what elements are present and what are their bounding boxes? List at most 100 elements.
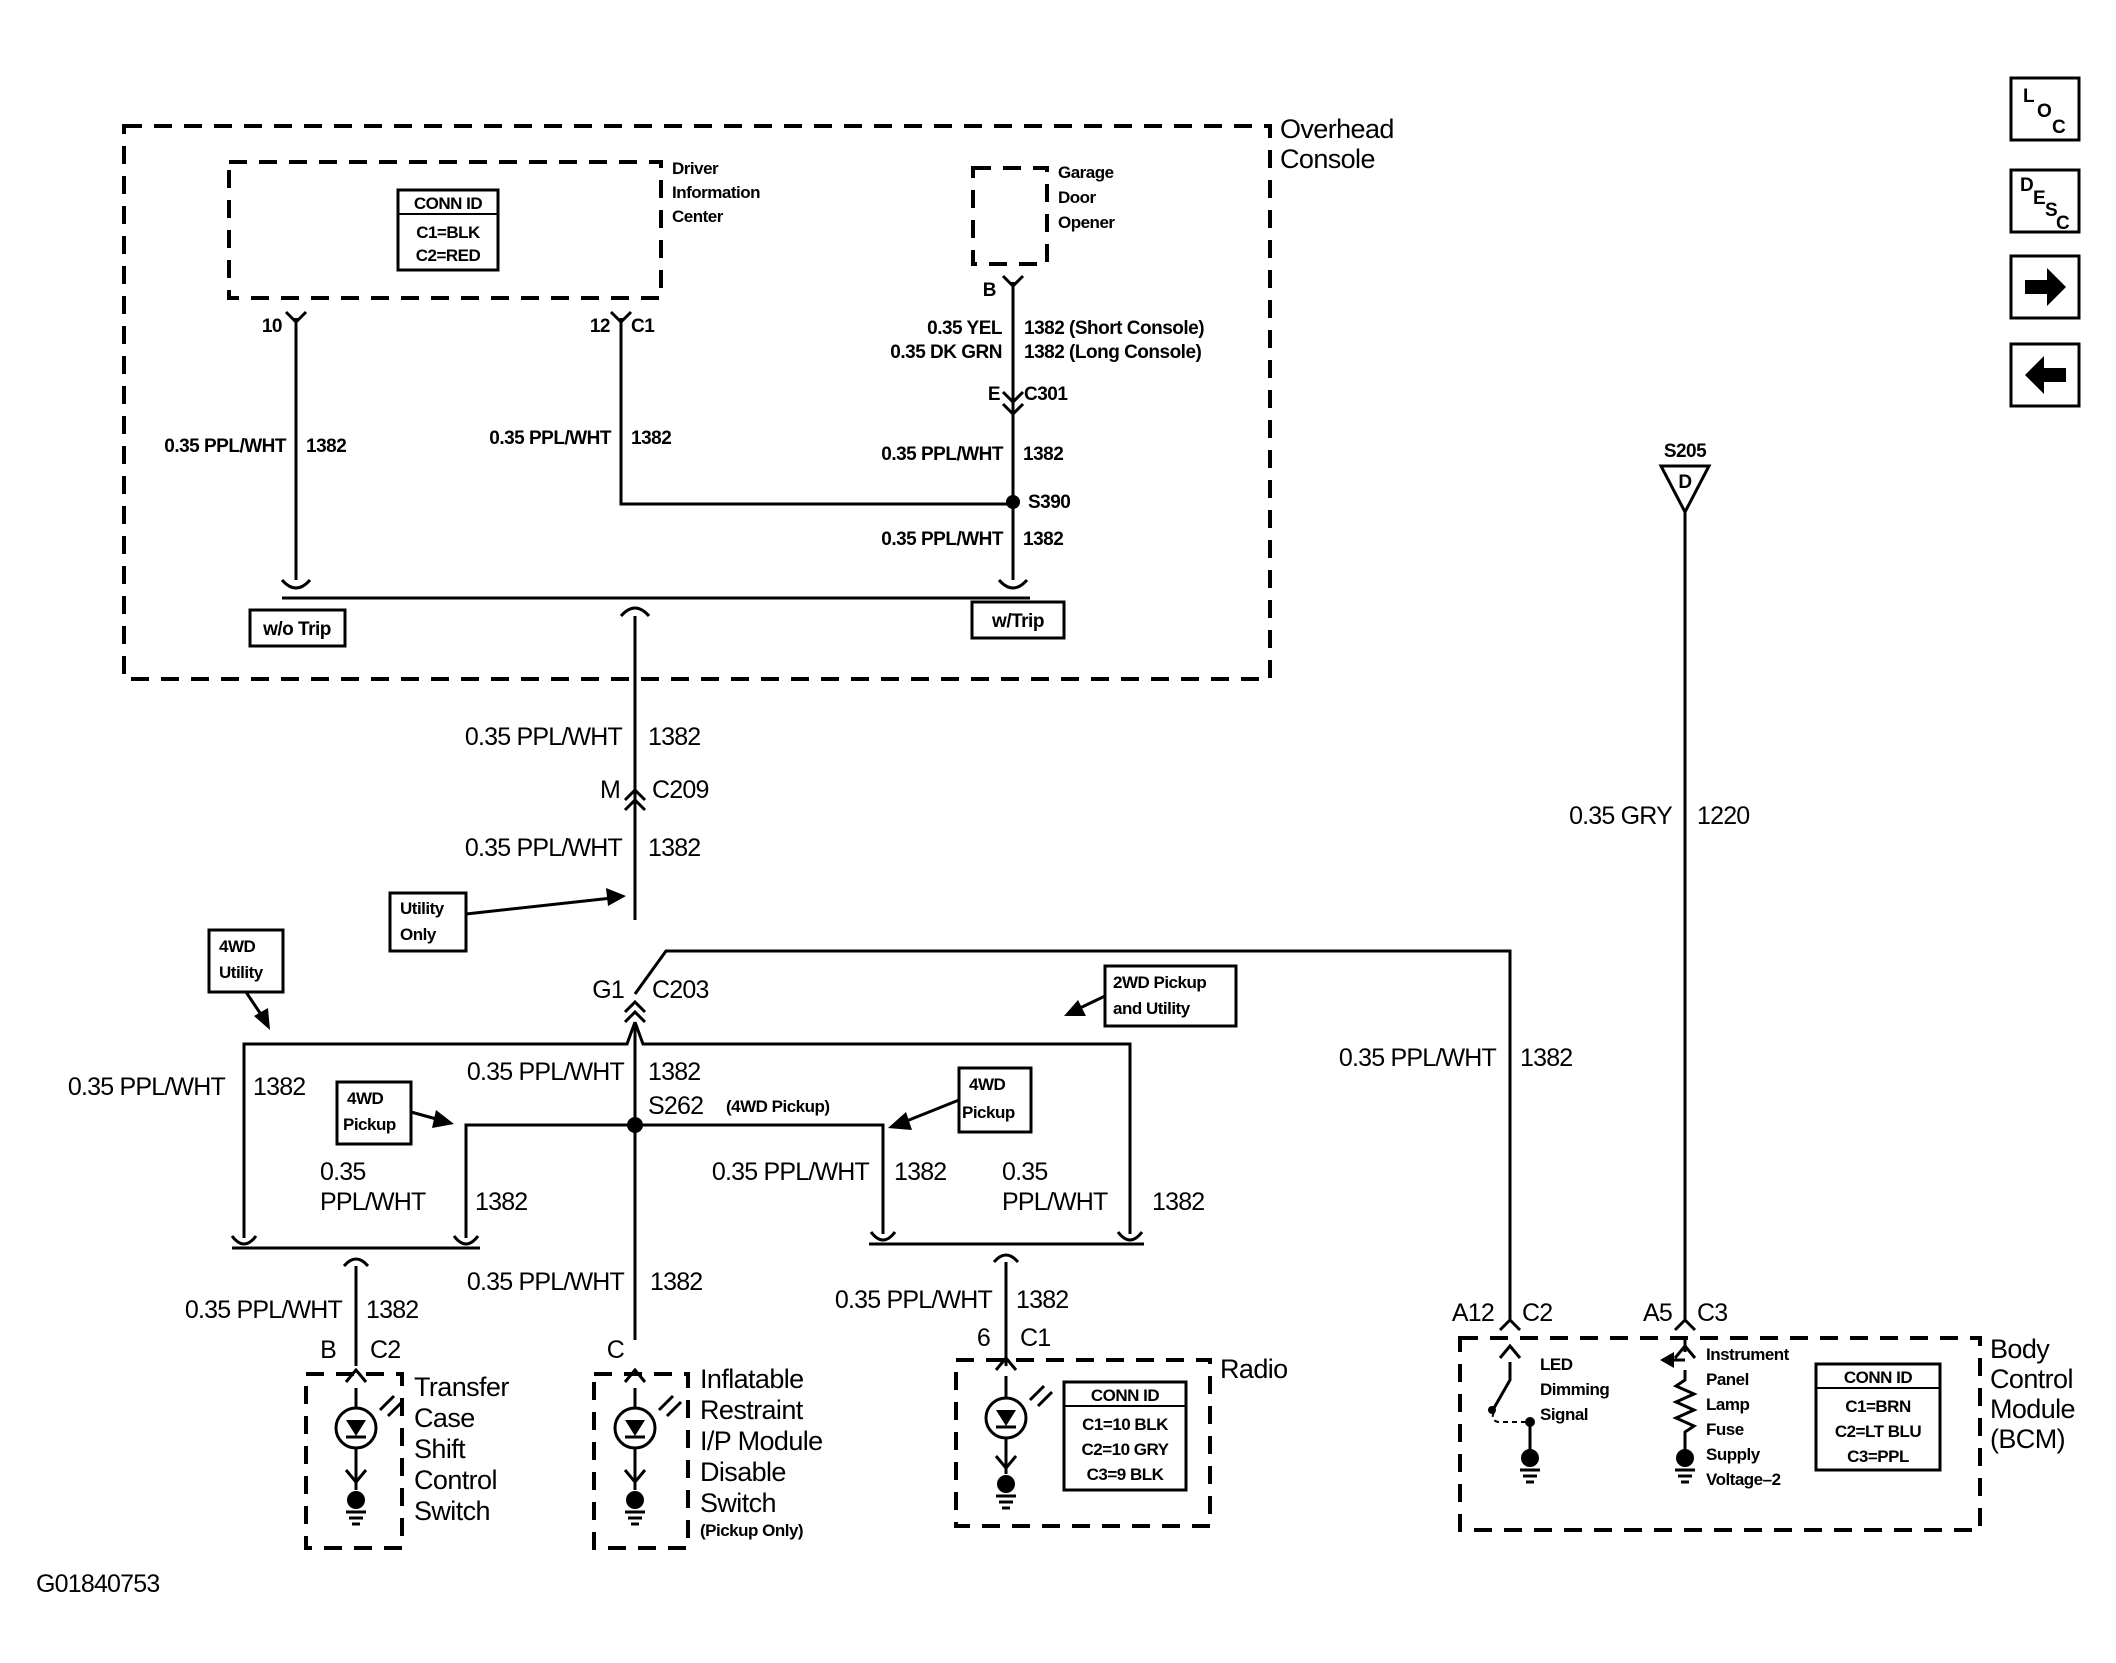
ip-supply-label-4: Fuse [1706, 1420, 1744, 1439]
s205-triangle [1658, 464, 1712, 516]
circuit-label-radio: 1382 [1016, 1286, 1068, 1314]
bcm-title-4: (BCM) [1990, 1424, 2065, 1454]
radio-connector-c1: C1 [1020, 1324, 1050, 1352]
dic-label-2: Information [672, 183, 760, 202]
dic-pin-10: 10 [262, 316, 282, 337]
bcm-outline [1458, 1336, 1982, 1532]
nav-desc-letter-e: E [2033, 188, 2045, 209]
wire-label-gry: 0.35 GRY [1569, 802, 1673, 830]
gdo-wire-dkgrn-circuit: 1382 (Long Console) [1024, 342, 1202, 363]
inflatable-label-6: (Pickup Only) [700, 1521, 803, 1540]
wire-s262-left [464, 1123, 635, 1238]
4wd-utility-callout: 4WD Utility [207, 928, 285, 1030]
main-wire-label-2: 0.35 PPL/WHT [465, 834, 623, 862]
body-control-module: A12 C2 A5 C3 Body Control Module (BCM) L… [1452, 1299, 2076, 1532]
nav-desc-letter-c: C [2056, 213, 2070, 234]
wire-label-pin12: 0.35 PPL/WHT [489, 428, 612, 449]
radio-conn-c2: C2=10 GRY [1082, 1440, 1170, 1459]
next-page-button[interactable] [2009, 254, 2081, 320]
c209-pin-m: M [600, 776, 620, 804]
wire-label-pickup-left-2: PPL/WHT [320, 1188, 426, 1216]
ground-icon [1520, 1449, 1540, 1484]
circuit-label-pickup-right: 1382 [894, 1158, 946, 1186]
bcm-pin-a12: A12 [1452, 1299, 1494, 1327]
main-wire-label-1: 0.35 PPL/WHT [465, 723, 623, 751]
circuit-label-pickup-left: 1382 [475, 1188, 527, 1216]
splice-s390-label: S390 [1028, 492, 1070, 513]
main-circuit-label-2: 1382 [648, 834, 700, 862]
dic-conn-c1: C1=BLK [416, 223, 481, 242]
dic-conn-c2: C2=RED [416, 246, 481, 265]
radio-conn-c3: C3=9 BLK [1087, 1465, 1165, 1484]
gdo-pin-b: B [983, 280, 996, 301]
4wd-pickup-right-label-2: Pickup [962, 1103, 1015, 1122]
circuit-label-transfer: 1382 [366, 1296, 418, 1324]
transfer-case-shift-control-switch: B C2 Transfer Case Shift Control Switch [304, 1336, 510, 1550]
figure-id: G01840753 [36, 1570, 159, 1598]
inflatable-pin-c: C [607, 1336, 625, 1364]
ground-icon [346, 1491, 366, 1526]
description-button[interactable]: D E S C [2009, 168, 2081, 234]
bcm-conn-c3: C3=PPL [1847, 1447, 1909, 1466]
led-dimming-label-2: Dimming [1540, 1380, 1609, 1399]
bcm-conn-title: CONN ID [1844, 1368, 1913, 1387]
ip-supply-label-6: Voltage–2 [1706, 1470, 1781, 1489]
ip-supply-label-2: Panel [1706, 1370, 1749, 1389]
inflatable-label-2: Restraint [700, 1395, 804, 1425]
connector-dic-pin10 [284, 310, 308, 325]
bcm-conn-id-box: CONN ID C1=BRN C2=LT BLU C3=PPL [1814, 1362, 1942, 1472]
inflatable-restraint-disable-switch: C Inflatable Restraint I/P Module Disabl… [592, 1336, 823, 1550]
overhead-console-title-2: Console [1280, 144, 1375, 174]
connector-dic-pin12 [609, 310, 633, 325]
connector-bus-right [997, 578, 1029, 590]
2wd-pickup-utility-label-2: and Utility [1113, 999, 1191, 1018]
connector-transfer-bus-left [230, 1235, 258, 1246]
c301-pin-e: E [988, 384, 1000, 405]
ground-icon [625, 1491, 645, 1526]
bcm-title-1: Body [1990, 1334, 2050, 1364]
ip-supply-label-1: Instrument [1706, 1345, 1790, 1364]
circuit-label-gry: 1220 [1697, 802, 1749, 830]
dic-conn-id-box: CONN ID C1=BLK C2=RED [396, 188, 500, 272]
splice-s262-note: (4WD Pickup) [726, 1097, 830, 1116]
connector-c203-label: C203 [652, 976, 709, 1004]
connector-radio-bus-left [869, 1231, 897, 1242]
connector-c301 [1001, 390, 1025, 417]
gdo-wire-dkgrn: 0.35 DK GRN [890, 342, 1002, 363]
wire-label-gdo-lower: 0.35 PPL/WHT [881, 529, 1004, 550]
wire-to-bcm-a12 [633, 949, 1512, 1320]
previous-page-button[interactable] [2009, 342, 2081, 408]
4wd-pickup-left-label-2: Pickup [343, 1115, 396, 1134]
connector-radio-bus-right [1116, 1231, 1144, 1242]
dic-conn-title: CONN ID [414, 194, 483, 213]
bcm-title-2: Control [1990, 1364, 2073, 1394]
connector-c301-label: C301 [1024, 384, 1068, 405]
main-circuit-label-3: 1382 [648, 1058, 700, 1086]
gdo-wire-yel-circuit: 1382 (Short Console) [1024, 318, 1204, 339]
transfer-label-5: Switch [414, 1496, 490, 1526]
wire-label-transfer: 0.35 PPL/WHT [185, 1296, 343, 1324]
s205-circuit-1220: S205 D 0.35 GRY 1220 [1569, 441, 1750, 1320]
wire-label-2wd-2: PPL/WHT [1002, 1188, 1108, 1216]
nav-desc-letter-s: S [2045, 200, 2057, 221]
location-button[interactable]: L O C [2009, 76, 2081, 142]
splice-s390 [1006, 495, 1020, 509]
inflatable-label-5: Switch [700, 1488, 776, 1518]
splice-s262-label: S262 [648, 1092, 703, 1120]
gdo-label-3: Opener [1058, 213, 1115, 232]
inflatable-switch-outline [592, 1372, 690, 1550]
arrow-right-icon [2025, 268, 2066, 306]
4wd-pickup-callout-left: 4WD Pickup [335, 1080, 454, 1146]
circuit-label-4wd-utility: 1382 [253, 1073, 305, 1101]
2wd-pickup-utility-label-1: 2WD Pickup [1113, 973, 1206, 992]
nav-loc-letter-c: C [2052, 117, 2066, 138]
radio: 6 C1 Radio CONN ID C1=10 BLK C2=10 GRY C… [954, 1324, 1288, 1528]
4wd-pickup-callout-right: 4WD Pickup [888, 1066, 1033, 1134]
garage-door-opener-outline [971, 166, 1049, 266]
connector-c203 [623, 999, 647, 1024]
transfer-connector-c2: C2 [370, 1336, 400, 1364]
dic-connector-c1: C1 [631, 316, 655, 337]
transfer-label-3: Shift [414, 1434, 466, 1464]
gdo-label-1: Garage [1058, 163, 1114, 182]
